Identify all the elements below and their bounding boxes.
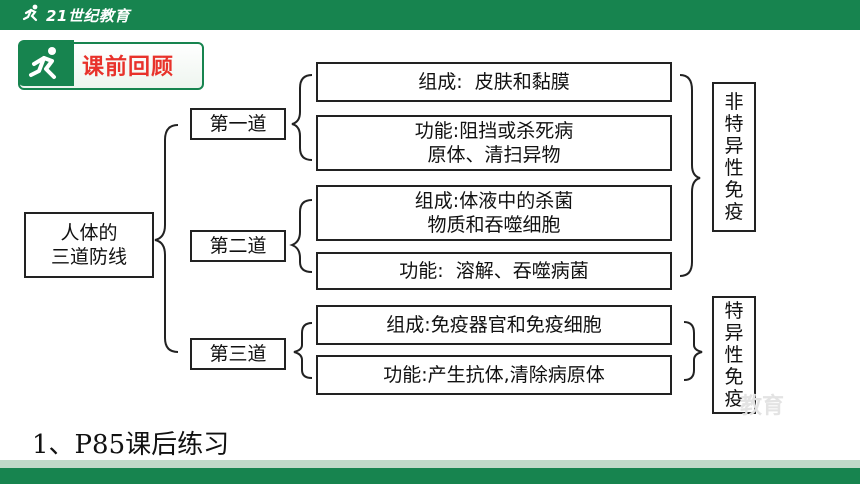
- runner-icon: [22, 4, 42, 26]
- line1-brace: [291, 74, 313, 161]
- runner-badge-icon: [29, 47, 56, 79]
- logo-text: 21世纪教育: [46, 6, 130, 25]
- line3-brace: [293, 322, 313, 379]
- line1-function: 功能:阻挡或杀死病 原体、清扫异物: [316, 115, 672, 171]
- top-banner: [0, 0, 860, 30]
- nonspecific-brace: [679, 74, 701, 277]
- badge-flag: [18, 40, 74, 86]
- nonspecific-immunity: 非 特 异 性 免 疫: [712, 82, 756, 232]
- exercise-text: 1、P85课后练习: [32, 430, 230, 460]
- line2-label: 第二道: [190, 230, 286, 262]
- badge-title: 课前回顾: [82, 55, 175, 80]
- line3-function: 功能:产生抗体,清除病原体: [316, 355, 672, 395]
- specific-brace: [683, 321, 703, 381]
- root-brace: [154, 124, 179, 353]
- line2-brace: [289, 199, 313, 273]
- root-box: 人体的 三道防线: [24, 212, 154, 278]
- bottom-stripe: [0, 460, 860, 468]
- watermark: 教育: [740, 394, 785, 419]
- line1-label: 第一道: [190, 108, 286, 140]
- line2-function: 功能: 溶解、吞噬病菌: [316, 252, 672, 290]
- line3-label: 第三道: [190, 338, 286, 370]
- specific-immunity: 特 异 性 免 疫: [712, 296, 756, 414]
- line2-composition: 组成:体液中的杀菌 物质和吞噬细胞: [316, 185, 672, 241]
- line1-composition: 组成: 皮肤和黏膜: [316, 62, 672, 102]
- bottom-banner: [0, 468, 860, 484]
- logo: 21世纪教育: [22, 4, 130, 26]
- line3-composition: 组成:免疫器官和免疫细胞: [316, 305, 672, 345]
